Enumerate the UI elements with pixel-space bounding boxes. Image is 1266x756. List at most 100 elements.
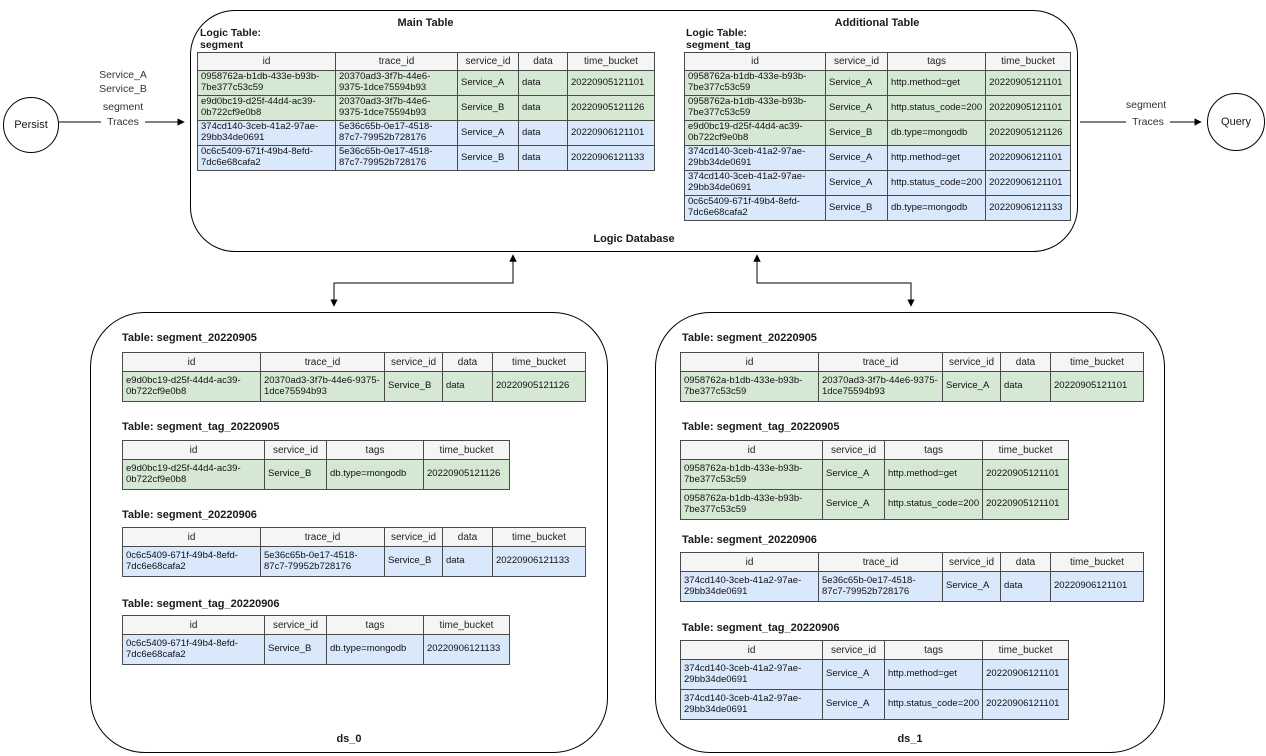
column-header: tags bbox=[326, 615, 424, 635]
table-cell: data bbox=[1000, 571, 1051, 602]
table-cell: Service_B bbox=[384, 546, 443, 577]
table-cell: db.type=mongodb bbox=[326, 459, 424, 490]
column-header: id bbox=[122, 527, 261, 547]
column-header: tags bbox=[326, 440, 424, 460]
table-cell: 0958762a-b1db-433e-b93b-7be377c53c59 bbox=[680, 459, 823, 490]
main-table-title: Main Table bbox=[397, 17, 454, 29]
table-cell: db.type=mongodb bbox=[326, 634, 424, 665]
table-cell: e9d0bc19-d25f-44d4-ac39-0b722cf9e0b8 bbox=[197, 95, 336, 121]
table-cell: Service_B bbox=[457, 145, 519, 171]
column-header: service_id bbox=[264, 615, 327, 635]
table-cell: 20220906121133 bbox=[492, 546, 586, 577]
table-cell: 20370ad3-3f7b-44e6-9375-1dce75594b93 bbox=[335, 70, 458, 96]
main-table-logic-subtitle: Logic Table: segment bbox=[200, 27, 261, 51]
logicdb-ds1-connector bbox=[753, 254, 915, 307]
table-cell: Service_A bbox=[457, 120, 519, 146]
table-cell: 20220905121101 bbox=[985, 95, 1072, 121]
table-cell: 0c6c5409-671f-49b4-8efd-7dc6e68cafa2 bbox=[122, 634, 265, 665]
column-header: data bbox=[1000, 352, 1051, 372]
table-cell: Service_A bbox=[822, 659, 885, 690]
column-header: time_bucket bbox=[492, 527, 586, 547]
table-cell: 20220905121101 bbox=[985, 70, 1072, 96]
table-cell: data bbox=[518, 145, 568, 171]
column-header: id bbox=[680, 640, 823, 660]
table-cell: Service_A bbox=[457, 70, 519, 96]
table-cell: http.status_code=200 bbox=[883, 689, 984, 720]
table-cell: Service_A bbox=[825, 95, 888, 121]
column-header: time_bucket bbox=[1050, 352, 1144, 372]
ds0-table2-title: Table: segment_tag_20220905 bbox=[122, 421, 280, 433]
table-cell: 20220906121133 bbox=[985, 195, 1072, 221]
additional-logic-label: Logic Table: bbox=[686, 27, 748, 39]
ds0-table1-title: Table: segment_20220905 bbox=[122, 332, 257, 344]
table-cell: 20220906121101 bbox=[1050, 571, 1144, 602]
column-header: id bbox=[684, 52, 826, 71]
table-cell: 0958762a-b1db-433e-b93b-7be377c53c59 bbox=[680, 371, 819, 402]
table-cell: 20370ad3-3f7b-44e6-9375-1dce75594b93 bbox=[335, 95, 458, 121]
table-cell: http.method=get bbox=[883, 659, 984, 690]
ds1-table2-title: Table: segment_tag_20220905 bbox=[682, 421, 840, 433]
table-cell: 20220905121126 bbox=[985, 120, 1072, 146]
table-cell: 20220905121126 bbox=[423, 459, 510, 490]
column-header: id bbox=[197, 52, 336, 71]
table-cell: db.type=mongodb bbox=[886, 120, 987, 146]
additional-table-logic-subtitle: Logic Table: segment_tag bbox=[686, 27, 751, 51]
table-cell: e9d0bc19-d25f-44d4-ac39-0b722cf9e0b8 bbox=[122, 371, 261, 402]
column-header: time_bucket bbox=[567, 52, 655, 71]
table-cell: 20220905121101 bbox=[982, 489, 1070, 520]
column-header: service_id bbox=[825, 52, 888, 71]
left-flow-service-b-label: Service_B bbox=[99, 83, 147, 95]
table-cell: http.method=get bbox=[883, 459, 984, 490]
column-header: data bbox=[1000, 552, 1051, 572]
column-header: service_id bbox=[942, 552, 1001, 572]
column-header: time_bucket bbox=[982, 640, 1070, 660]
column-header: data bbox=[518, 52, 568, 71]
additional-table-title: Additional Table bbox=[834, 17, 920, 29]
table-cell: 0c6c5409-671f-49b4-8efd-7dc6e68cafa2 bbox=[122, 546, 261, 577]
table-cell: 20220906121101 bbox=[567, 120, 655, 146]
table-cell: Service_B bbox=[825, 120, 888, 146]
table-cell: data bbox=[442, 546, 493, 577]
left-flow-service-a-label: Service_A bbox=[99, 69, 147, 81]
table-cell: Service_B bbox=[264, 459, 327, 490]
column-header: tags bbox=[886, 52, 987, 71]
table-cell: data bbox=[442, 371, 493, 402]
table-cell: 5e36c65b-0e17-4518-87c7-79952b728176 bbox=[335, 120, 458, 146]
table-cell: 20220905121101 bbox=[567, 70, 655, 96]
column-header: service_id bbox=[822, 640, 885, 660]
ds1-table1-title: Table: segment_20220905 bbox=[682, 332, 817, 344]
table-cell: Service_B bbox=[457, 95, 519, 121]
table-cell: 0958762a-b1db-433e-b93b-7be377c53c59 bbox=[684, 70, 826, 96]
table-cell: Service_A bbox=[822, 689, 885, 720]
table-cell: Service_A bbox=[825, 70, 888, 96]
column-header: time_bucket bbox=[1050, 552, 1144, 572]
table-cell: 20220906121101 bbox=[985, 145, 1072, 171]
ds0-label: ds_0 bbox=[336, 733, 362, 745]
persist-node: Persist bbox=[3, 97, 59, 153]
table-cell: e9d0bc19-d25f-44d4-ac39-0b722cf9e0b8 bbox=[122, 459, 265, 490]
column-header: trace_id bbox=[260, 527, 385, 547]
table-cell: http.status_code=200 bbox=[883, 489, 984, 520]
ds0-table3-title: Table: segment_20220906 bbox=[122, 509, 257, 521]
ds1-table4-title: Table: segment_tag_20220906 bbox=[682, 622, 840, 634]
table-cell: http.method=get bbox=[886, 145, 987, 171]
